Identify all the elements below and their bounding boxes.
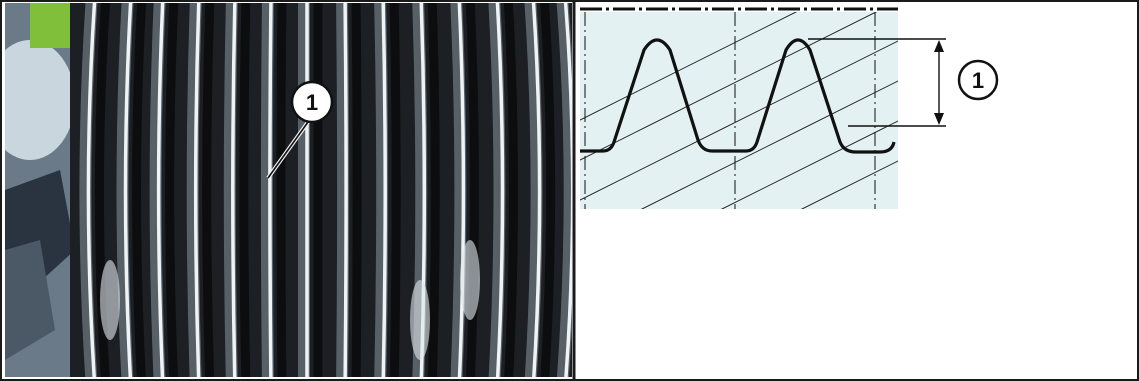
groove-shadow xyxy=(276,3,287,377)
photo-callout-number: 1 xyxy=(306,90,318,115)
groove-shadow xyxy=(94,3,110,377)
section-fill xyxy=(580,12,898,209)
rib-highlight xyxy=(531,3,542,377)
specular-reflection xyxy=(410,280,430,360)
specular-reflection xyxy=(460,240,480,320)
rib-highlight xyxy=(231,3,237,377)
rib-highlight xyxy=(86,3,97,377)
dimension-arrow-down xyxy=(934,113,944,125)
pulley-grooves xyxy=(79,3,572,377)
grooved-pulley-photo xyxy=(5,3,572,377)
pulley-rib xyxy=(374,3,389,377)
groove-profile-outline xyxy=(580,38,896,154)
pulley-rib xyxy=(223,3,238,377)
pulley-rib xyxy=(450,3,467,377)
pulley-rib xyxy=(79,3,98,377)
rib-highlight xyxy=(381,3,387,377)
rib-highlight xyxy=(156,3,165,377)
groove-shadow xyxy=(202,3,215,377)
groove-shadow xyxy=(239,3,251,377)
rib-highlight xyxy=(193,3,201,377)
rib-highlight xyxy=(563,3,572,377)
specular-reflection xyxy=(100,260,120,340)
rib-highlight xyxy=(457,3,466,377)
rib-highlight xyxy=(343,3,348,377)
rib-highlight xyxy=(268,3,273,377)
groove-shadow xyxy=(132,3,147,377)
diagram-callout-number: 1 xyxy=(972,68,984,93)
pulley-rib xyxy=(336,3,350,377)
pulley-rib xyxy=(260,3,274,377)
background-highlight xyxy=(5,40,75,160)
pulley-rib xyxy=(556,3,572,377)
rib-highlight xyxy=(495,3,505,377)
groove-shadow xyxy=(540,3,556,377)
groove-shadow xyxy=(503,3,518,377)
rib-highlight xyxy=(123,3,133,377)
groove-profile-diagram: 1 xyxy=(580,7,999,209)
groove-shadow xyxy=(165,3,179,377)
callout-circle xyxy=(290,80,334,124)
section-hatching xyxy=(580,12,898,209)
pulley-rib xyxy=(524,3,543,377)
groove-shadow xyxy=(389,3,401,377)
pulley-rib xyxy=(186,3,202,377)
dimension-arrow-up xyxy=(934,40,944,52)
pulley-rib xyxy=(149,3,166,377)
diagram-callout-circle xyxy=(957,59,999,101)
groove-shadow xyxy=(465,3,479,377)
photo-callout: 1 xyxy=(266,80,334,180)
groove-shadow xyxy=(427,3,440,377)
pulley-rib xyxy=(488,3,506,377)
groove-shadow xyxy=(351,3,362,377)
pulley-rib xyxy=(116,3,134,377)
